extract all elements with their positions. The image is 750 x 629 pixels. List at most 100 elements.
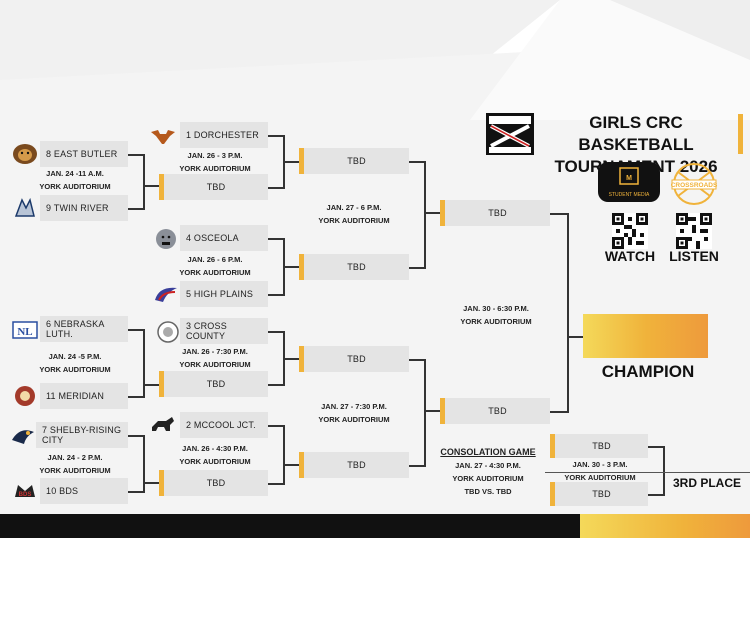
connector	[268, 294, 284, 296]
connector	[128, 154, 144, 156]
game-info-r2-b: JAN. 26 - 6 P.M. YORK AUDITORIUM	[170, 253, 260, 279]
connector	[268, 425, 284, 427]
connector	[128, 491, 144, 493]
game-info-r2-c: JAN. 26 - 7:30 P.M. YORK AUDITORIUM	[170, 345, 260, 371]
team-slot-bds: 10 BDS	[40, 478, 128, 504]
team-slot-nebraska-lutheran: 6 NEBRASKA LUTH.	[40, 316, 128, 342]
game-venue: YORK AUDITORIUM	[39, 182, 111, 191]
slot-r2-d-tbd: TBD	[159, 470, 268, 496]
game-venue: YORK AUDITORIUM	[179, 360, 251, 369]
slot-third-bottom: TBD	[550, 482, 648, 506]
game-info-semi-b: JAN. 27 - 7:30 P.M. YORK AUDITORIUM	[306, 400, 402, 426]
champion-label: CHAMPION	[601, 362, 695, 381]
connector	[424, 161, 426, 269]
consolation-venue: YORK AUDITORIUM	[452, 474, 524, 483]
game-venue: YORK AUDITORIUM	[179, 457, 251, 466]
slot-third-top: TBD	[550, 434, 648, 458]
svg-text:CROSSROADS: CROSSROADS	[671, 182, 718, 189]
listen-qr-code[interactable]	[676, 213, 712, 249]
connector	[128, 435, 144, 437]
connector	[567, 213, 569, 413]
connector	[648, 494, 664, 496]
connector	[409, 465, 425, 467]
third-place-label: 3RD PLACE	[672, 476, 741, 490]
connector	[268, 483, 284, 485]
connector	[424, 359, 426, 467]
game-date: JAN. 26 - 6 P.M.	[187, 255, 243, 264]
game-venue: YORK AUDITORIUM	[318, 216, 390, 225]
shelby-rising-city-logo	[10, 424, 36, 448]
slot-qf-d: TBD	[299, 452, 409, 478]
slot-qf-b: TBD	[299, 254, 409, 280]
team-slot-twin-river: 9 TWIN RIVER	[40, 195, 128, 221]
connector	[143, 329, 145, 398]
dorchester-logo	[150, 124, 176, 148]
twin-river-logo	[12, 196, 38, 220]
game-venue: YORK AUDITORIUM	[460, 317, 532, 326]
game-date: JAN. 24 - 2 P.M.	[47, 453, 103, 462]
game-info-r2-a: JAN. 26 - 3 P.M. YORK AUDITORIUM	[170, 149, 260, 175]
team-slot-meridian: 11 MERIDIAN	[40, 383, 128, 409]
game-date: JAN. 27 - 7:30 P.M.	[321, 402, 387, 411]
connector	[143, 435, 145, 493]
connector	[550, 411, 568, 413]
east-butler-logo	[12, 142, 38, 166]
listen-label[interactable]: LISTEN	[669, 248, 719, 264]
bds-logo: BDS	[12, 479, 38, 503]
team-slot-east-butler: 8 EAST BUTLER	[40, 141, 128, 167]
mjps-student-media-logo: M STUDENT MEDIA	[598, 162, 660, 202]
watch-qr-code[interactable]	[612, 213, 648, 249]
game-date: JAN. 24 -11 A.M.	[46, 169, 104, 178]
connector	[128, 208, 144, 210]
meridian-logo	[12, 384, 38, 408]
game-date: JAN. 24 -5 P.M.	[48, 352, 102, 361]
connector	[268, 331, 284, 333]
connector	[545, 472, 750, 473]
mjps-text: STUDENT MEDIA	[609, 192, 650, 198]
high-plains-logo	[153, 282, 179, 306]
connector	[409, 161, 425, 163]
game-info-third: JAN. 30 - 3 P.M. YORK AUDITORIUM	[560, 458, 640, 484]
team-slot-high-plains: 5 HIGH PLAINS	[180, 281, 268, 307]
game-venue: YORK AUDITORIUM	[39, 466, 111, 475]
title-accent-bar	[738, 114, 743, 154]
crossroads-network-logo: CROSSROADS	[668, 160, 720, 208]
team-slot-osceola: 4 OSCEOLA	[180, 225, 268, 251]
slot-r2-c-tbd: TBD	[159, 371, 268, 397]
connector	[268, 238, 284, 240]
connector	[143, 185, 159, 187]
cross-county-logo	[155, 320, 181, 344]
slot-qf-a: TBD	[299, 148, 409, 174]
svg-text:BDS: BDS	[19, 492, 32, 498]
game-info-r1-a: JAN. 24 -11 A.M. YORK AUDITORIUM	[30, 167, 120, 193]
watch-label[interactable]: WATCH	[604, 248, 656, 264]
connector	[128, 329, 144, 331]
game-date: JAN. 30 - 3 P.M.	[572, 460, 628, 469]
team-slot-dorchester: 1 DORCHESTER	[180, 122, 268, 148]
svg-text:NL: NL	[17, 326, 32, 338]
mccool-junction-logo	[150, 413, 176, 437]
game-venue: YORK AUDITORIUM	[564, 473, 636, 482]
game-date: JAN. 30 - 6:30 P.M.	[463, 304, 529, 313]
slot-qf-c: TBD	[299, 346, 409, 372]
crossroads-conference-logo	[485, 112, 535, 156]
connector	[567, 336, 583, 338]
game-date: JAN. 27 - 6 P.M.	[326, 203, 382, 212]
connector	[143, 384, 159, 386]
slot-final-bottom: TBD	[440, 398, 550, 424]
connector	[424, 212, 440, 214]
slot-r2-a-tbd: TBD	[159, 174, 268, 200]
game-venue: YORK AUDITORIUM	[39, 365, 111, 374]
game-date: JAN. 26 - 7:30 P.M.	[182, 347, 248, 356]
champion-box	[583, 314, 708, 358]
team-slot-mccool-jct: 2 MCCOOL JCT.	[180, 412, 268, 438]
game-date: JAN. 26 - 3 P.M.	[187, 151, 243, 160]
connector	[128, 396, 144, 398]
connector	[143, 154, 145, 210]
game-date: JAN. 26 - 4:30 P.M.	[182, 444, 248, 453]
slot-final-top: TBD	[440, 200, 550, 226]
team-slot-cross-county: 3 CROSS COUNTY	[180, 318, 268, 344]
game-info-r1-c: JAN. 24 - 2 P.M. YORK AUDITORIUM	[30, 451, 120, 477]
osceola-logo	[153, 227, 179, 251]
